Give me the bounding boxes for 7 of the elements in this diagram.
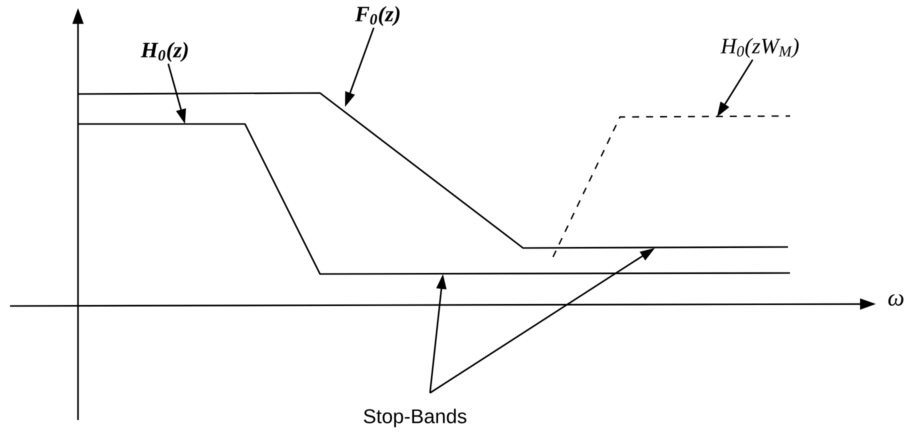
- response-curve: [78, 123, 790, 275]
- curve-label: F$_{0}$(z): [355, 6, 400, 26]
- axis-label: ω: [888, 294, 904, 306]
- curve-label: H$_{0}$(z): [140, 42, 188, 62]
- curve-label: H$_{0}$(zW$_{M}$): [720, 38, 799, 58]
- response-curve: [78, 92, 788, 249]
- curve-label: Stop-Bands: [364, 408, 466, 428]
